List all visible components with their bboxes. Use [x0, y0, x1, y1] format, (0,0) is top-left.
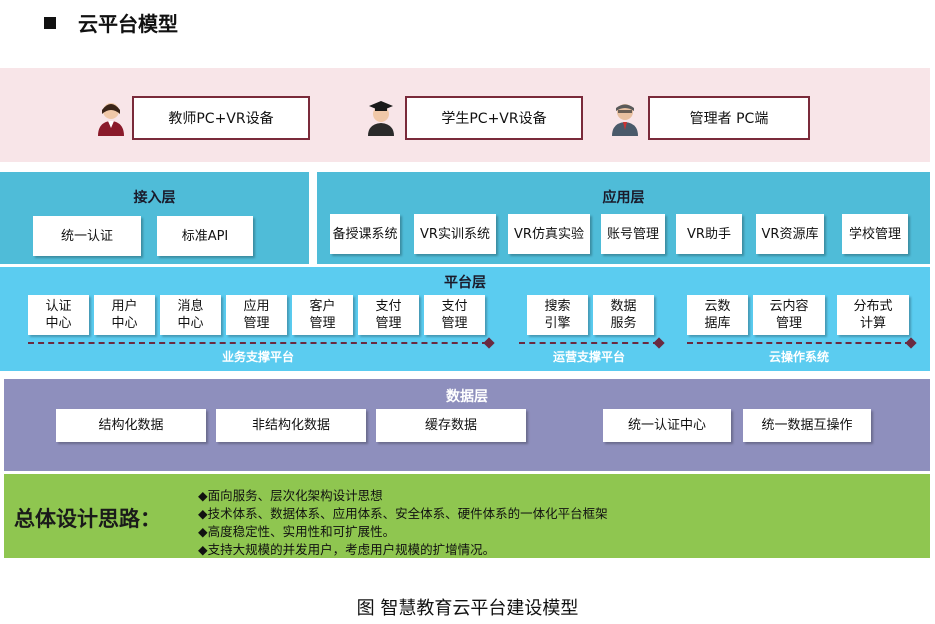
summary-title: 总体设计思路： [14, 507, 161, 531]
data-item-unstructured: 非结构化数据 [216, 409, 366, 442]
teacher-avatar-icon [98, 103, 124, 136]
platform-item-data-service: 数据服务 [593, 295, 654, 335]
line2: 计算 [859, 316, 886, 331]
cloud-os-label: 云操作系统 [768, 350, 829, 364]
cloud-os-divider [687, 342, 911, 344]
admin-avatar-icon [612, 104, 638, 136]
student-avatar-icon [368, 101, 394, 136]
app-item-label: VR助手 [687, 226, 731, 242]
operation-support-divider [519, 342, 659, 344]
line2: 管理 [375, 316, 402, 331]
line1: 客户 [309, 299, 336, 314]
access-item-unified-auth: 统一认证 [33, 216, 141, 256]
student-device-box: 学生PC+VR设备 [405, 96, 583, 140]
line1: 认证 [45, 299, 72, 314]
app-item-vr-resources: VR资源库 [756, 214, 824, 254]
app-item-vr-training: VR实训系统 [414, 214, 496, 254]
line2: 引擎 [544, 316, 571, 331]
app-item-label: VR仿真实验 [514, 226, 584, 242]
page-title: 云平台模型 [44, 8, 178, 37]
line1: 应用 [243, 299, 270, 314]
operation-support-label: 运营支撑平台 [552, 350, 625, 364]
platform-item-message-center: 消息中心 [160, 295, 221, 335]
access-item-standard-api: 标准API [157, 216, 253, 256]
app-item-vr-assistant: VR助手 [676, 214, 742, 254]
teacher-device-label: 教师PC+VR设备 [168, 111, 274, 127]
data-item-label: 缓存数据 [424, 418, 477, 433]
platform-layer-title: 平台层 [444, 275, 486, 291]
platform-item-user-center: 用户中心 [94, 295, 155, 335]
summary-point: ◆支持大规模的并发用户，考虑用户规模的扩增情况。 [198, 542, 496, 557]
line1: 云数 [704, 299, 731, 314]
summary-band [4, 474, 930, 558]
line2: 中心 [177, 316, 204, 331]
line2: 管理 [243, 316, 270, 331]
app-item-school-mgmt: 学校管理 [842, 214, 908, 254]
app-item-label: VR实训系统 [420, 226, 490, 242]
access-layer-title: 接入层 [133, 190, 176, 206]
app-item-account-mgmt: 账号管理 [601, 214, 665, 254]
figure-caption: 图 智慧教育云平台建设模型 [356, 598, 579, 619]
platform-item-payment-mgmt-2: 支付管理 [424, 295, 485, 335]
platform-item-search-engine: 搜索引擎 [527, 295, 588, 335]
platform-item-distributed-compute: 分布式计算 [837, 295, 909, 335]
platform-item-cloud-content-mgmt: 云内容管理 [753, 295, 825, 335]
teacher-device-box: 教师PC+VR设备 [132, 96, 310, 140]
data-item-label: 统一数据互操作 [761, 418, 853, 433]
platform-item-customer-mgmt: 客户管理 [292, 295, 353, 335]
line2: 服务 [610, 316, 637, 331]
admin-device-label: 管理者 PC端 [689, 111, 769, 127]
data-item-interoperation: 统一数据互操作 [743, 409, 871, 442]
business-support-divider [28, 342, 488, 344]
line2: 管理 [441, 316, 468, 331]
data-item-label: 非结构化数据 [251, 418, 330, 433]
line2: 中心 [111, 316, 138, 331]
data-item-unified-auth-center: 统一认证中心 [603, 409, 731, 442]
summary-point: ◆高度稳定性、实用性和可扩展性。 [198, 524, 396, 539]
app-layer-title: 应用层 [602, 190, 645, 206]
line1: 搜索 [544, 299, 571, 314]
line1: 用户 [111, 299, 138, 314]
data-item-structured: 结构化数据 [56, 409, 206, 442]
platform-item-auth-center: 认证中心 [28, 295, 89, 335]
line1: 消息 [177, 299, 204, 314]
app-item-label: 学校管理 [848, 226, 901, 242]
line2: 管理 [775, 316, 802, 331]
admin-device-box: 管理者 PC端 [648, 96, 810, 140]
data-layer-title: 数据层 [446, 389, 488, 405]
access-item-label: 统一认证 [60, 228, 113, 244]
line1: 支付 [375, 299, 402, 314]
business-support-label: 业务支撑平台 [221, 350, 294, 364]
app-item-label: VR资源库 [761, 226, 819, 242]
line1: 支付 [441, 299, 468, 314]
bullet-square-icon [44, 17, 56, 29]
platform-item-cloud-database: 云数据库 [687, 295, 748, 335]
platform-item-app-mgmt: 应用管理 [226, 295, 287, 335]
student-device-label: 学生PC+VR设备 [441, 111, 547, 127]
platform-item-payment-mgmt: 支付管理 [358, 295, 419, 335]
app-item-course-prep: 备授课系统 [330, 214, 400, 254]
line2: 管理 [309, 316, 336, 331]
line1: 云内容 [769, 299, 809, 314]
data-item-cache: 缓存数据 [376, 409, 526, 442]
line2: 据库 [704, 316, 731, 331]
summary-point: ◆面向服务、层次化架构设计思想 [198, 488, 383, 503]
page-title-text: 云平台模型 [78, 12, 178, 36]
summary-point: ◆技术体系、数据体系、应用体系、安全体系、硬件体系的一体化平台框架 [198, 506, 608, 521]
data-item-label: 结构化数据 [98, 418, 164, 433]
line1: 数据 [610, 299, 637, 314]
line2: 中心 [45, 316, 72, 331]
app-item-label: 账号管理 [606, 226, 659, 242]
access-item-label: 标准API [181, 228, 229, 244]
line1: 分布式 [853, 299, 893, 314]
app-item-label: 备授课系统 [332, 226, 398, 242]
app-item-vr-simulation: VR仿真实验 [508, 214, 590, 254]
data-item-label: 统一认证中心 [627, 418, 706, 433]
